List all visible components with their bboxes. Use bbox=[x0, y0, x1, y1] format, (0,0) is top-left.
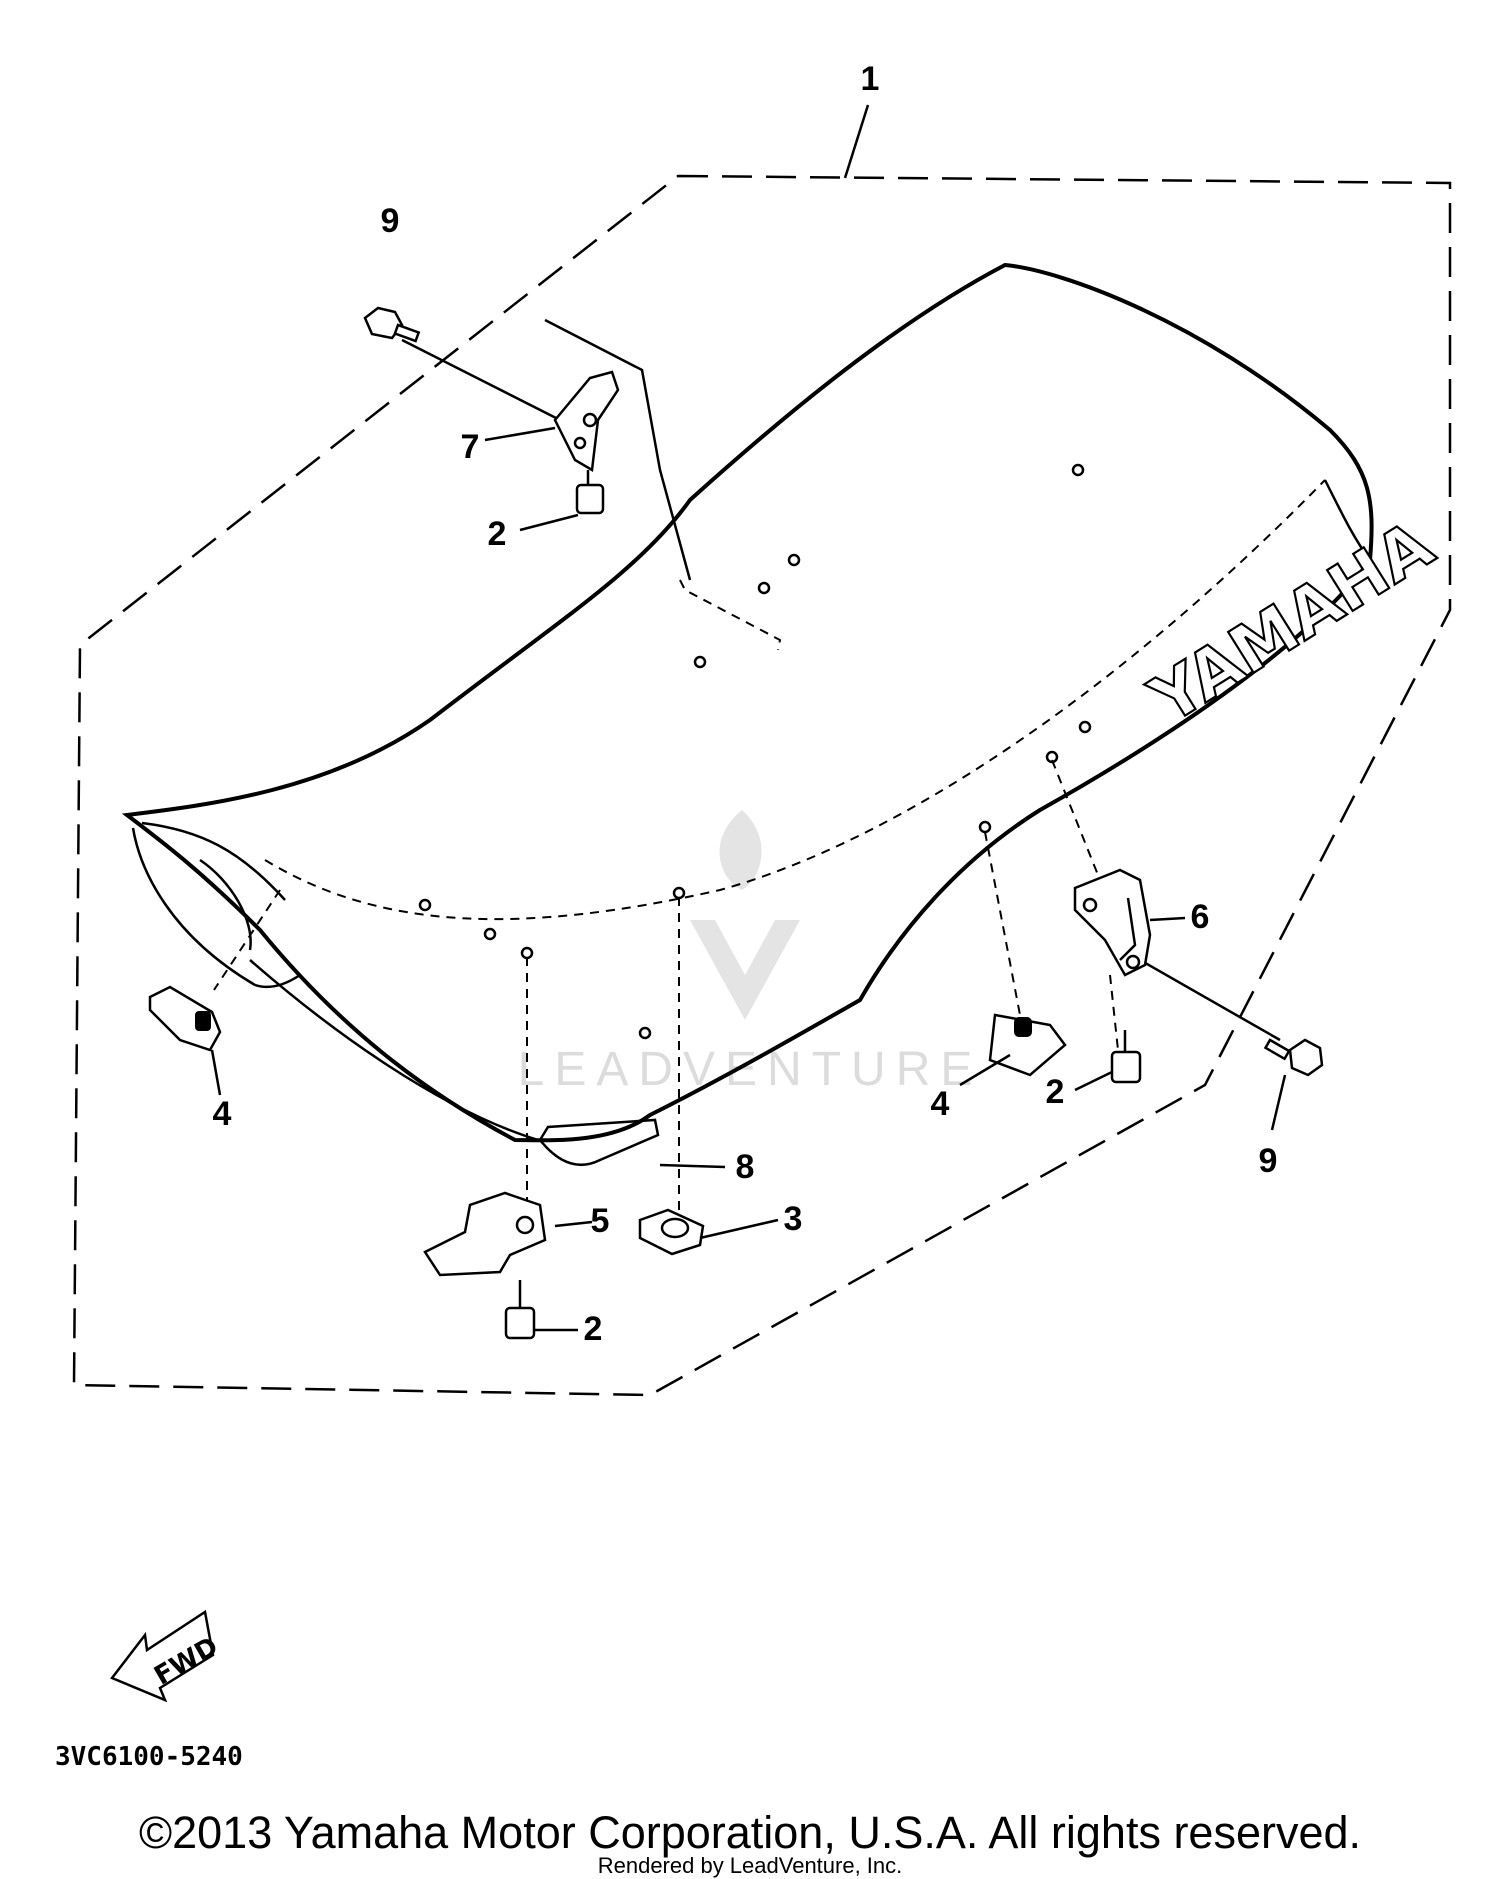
callout-2-top: 2 bbox=[488, 515, 507, 553]
callout-9-right: 9 bbox=[1259, 1142, 1278, 1180]
bracket-part-6 bbox=[1073, 868, 1152, 977]
callout-9-top: 9 bbox=[381, 202, 400, 240]
bolt-part-2-bottom bbox=[504, 1280, 536, 1340]
bracket-part-5 bbox=[423, 1191, 547, 1277]
clip-part-3 bbox=[638, 1208, 705, 1256]
callout-leaders bbox=[210, 426, 1287, 1332]
assembly-outline bbox=[72, 174, 1452, 1397]
bolt-part-9-right bbox=[1263, 1038, 1324, 1077]
rendered-by-notice: Rendered by LeadVenture, Inc. bbox=[598, 1853, 903, 1878]
callout-4-left: 4 bbox=[213, 1095, 232, 1133]
copyright-notice: ©2013 Yamaha Motor Corporation, U.S.A. A… bbox=[139, 1807, 1361, 1858]
diagram-part-code: 3VC6100-5240 bbox=[55, 1742, 243, 1772]
bolt-part-2-right bbox=[1110, 1030, 1142, 1084]
callout-1: 1 bbox=[861, 60, 880, 98]
seat-body bbox=[121, 262, 1374, 1167]
bolt-part-2-top bbox=[575, 470, 605, 515]
bracket-part-7 bbox=[553, 370, 620, 473]
bolt-part-9-top bbox=[363, 306, 421, 343]
callout-6: 6 bbox=[1191, 898, 1210, 936]
callout-4-right: 4 bbox=[931, 1085, 950, 1123]
clip-part-4-right bbox=[988, 1013, 1067, 1077]
callout-2-bottom: 2 bbox=[584, 1310, 603, 1348]
watermark-text: LEADVENTURE bbox=[518, 1043, 983, 1096]
callout-3: 3 bbox=[784, 1200, 803, 1238]
callout-8: 8 bbox=[736, 1148, 755, 1186]
brand-logo-text: YAMAHA bbox=[1137, 506, 1446, 739]
assembly-guide-lines bbox=[213, 318, 1281, 1215]
seat-holes bbox=[418, 463, 1092, 1040]
callout-2-right: 2 bbox=[1046, 1073, 1065, 1111]
leader-1 bbox=[843, 104, 870, 179]
callout-5: 5 bbox=[591, 1202, 610, 1240]
watermark-logo: LEADVENTURE bbox=[518, 810, 983, 1096]
callout-7: 7 bbox=[461, 428, 480, 466]
forward-arrow: FWD bbox=[110, 1609, 223, 1703]
clip-part-4-left bbox=[148, 985, 222, 1052]
